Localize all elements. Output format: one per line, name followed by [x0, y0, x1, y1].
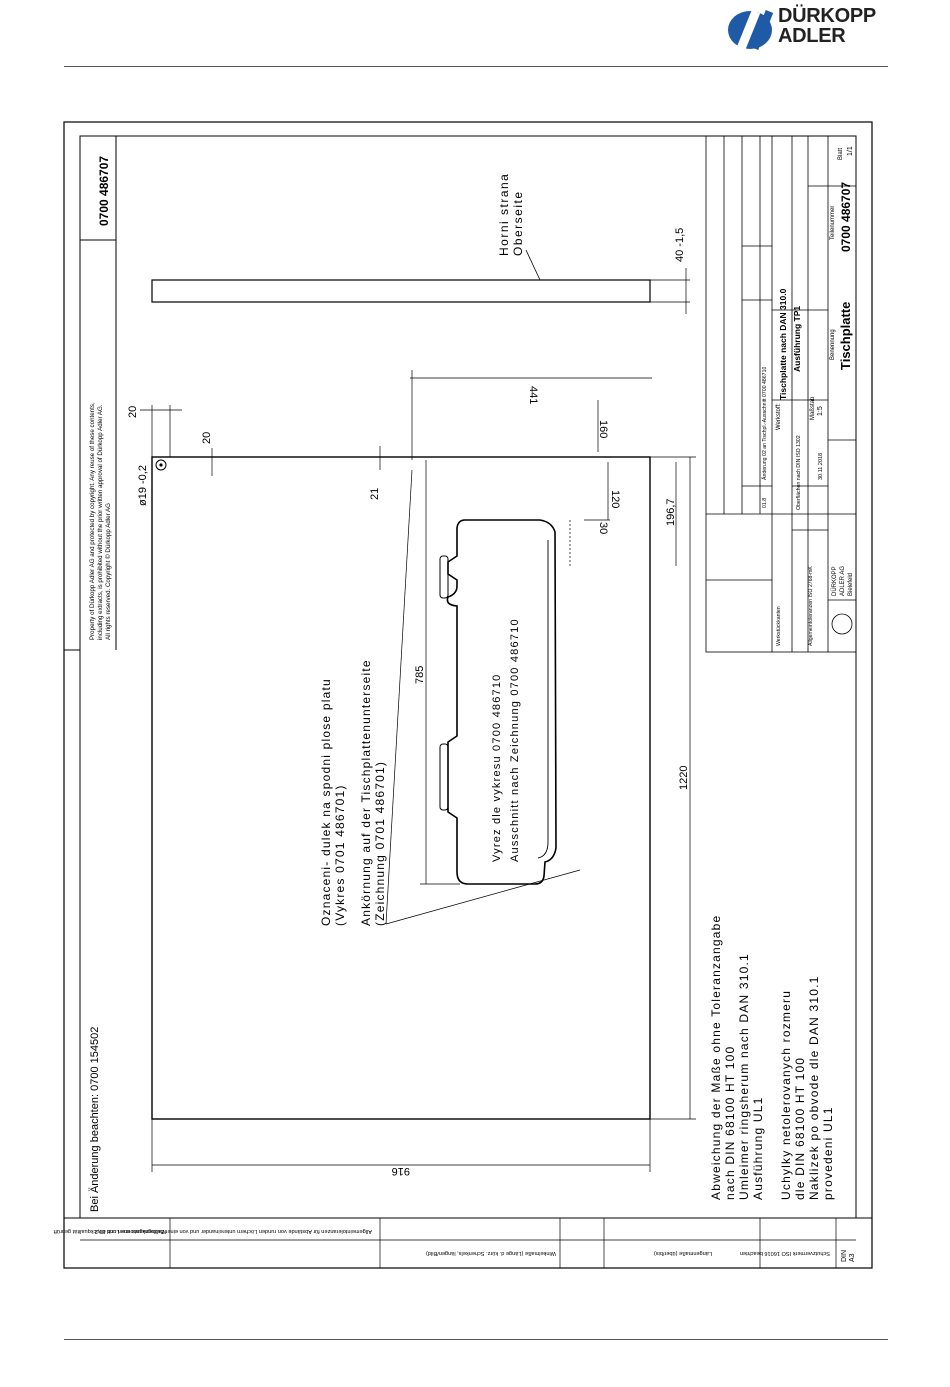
- marking-note-2: (Vykres 0701 486701): [333, 784, 347, 926]
- note-de-4: Ausführung UL1: [751, 1096, 765, 1200]
- title-label: Benennung: [830, 329, 836, 360]
- sheet-frame: [63, 121, 873, 1269]
- title-block: [705, 135, 857, 653]
- footer-rule: [64, 1339, 888, 1340]
- date-text: 30.11.2018: [818, 453, 824, 480]
- scale-label: Maßstab: [810, 396, 816, 420]
- logo-emblem-icon: [728, 9, 774, 51]
- dim-hole-diameter: ø19 -0,2: [137, 465, 149, 506]
- edges-label: Werkstückkanten: [776, 606, 782, 646]
- company-logo-icon: [831, 613, 853, 635]
- dim-30: 30: [597, 522, 609, 534]
- company-1: DÜRKOPP: [831, 566, 838, 596]
- format-text: A3: [849, 1253, 856, 1262]
- note-cz-3: Naklizek po obvode dle DAN 310.1: [807, 975, 821, 1200]
- corner-part-number: 0700 486707: [97, 156, 111, 226]
- bottom-strip-5: Maßbezugsnormen und Druckqualität geprüf…: [53, 1228, 166, 1234]
- dim-916: 916: [392, 1165, 410, 1177]
- change-note: Bei Änderung beachten: 0700 154502: [89, 1027, 101, 1212]
- top-view-label-cz: Horni strana: [497, 173, 511, 256]
- dim-120: 120: [609, 490, 621, 508]
- note-cz-2: dle DIN 68100 HT 100: [793, 1057, 807, 1200]
- brand-wordmark: DÜRKOPP ADLER: [778, 6, 876, 46]
- brand-line-2: ADLER: [778, 25, 846, 47]
- material-label: Werkstoff:: [776, 403, 782, 430]
- std-text: DIN: [841, 1250, 848, 1262]
- partno-text: 0700 486707: [839, 182, 853, 252]
- table-plate-outline: [151, 456, 651, 1120]
- cutout-note-cz: Vyrez dle vykresu 0700 486710: [491, 674, 503, 863]
- bottom-strip-1: Allgemeintoleranzen für Abstände von run…: [95, 1228, 372, 1234]
- sheet-label: Blatt: [838, 148, 844, 160]
- dim-196-7: 196,7: [665, 498, 677, 526]
- copyright-line-2: including extracts, is prohibited withou…: [97, 404, 104, 640]
- dim-40: 40 -1,5: [674, 228, 686, 262]
- copyright-line-3: All rights reserved. Copyright © Dürkopp…: [105, 503, 112, 640]
- note-de-2: nach DIN 68100 HT 100: [723, 1046, 737, 1200]
- header-rule: [64, 66, 888, 67]
- dim-785: 785: [414, 666, 426, 684]
- bottom-strip-4: Schutzvermerk ISO 16016 beachten: [740, 1250, 830, 1256]
- edge-view-outline: [151, 279, 651, 303]
- note-de-3: Umleimer ringsherum nach DAN 310.1: [737, 953, 751, 1200]
- note-de-1: Abweichung der Maße ohne Toleranzangabe: [709, 915, 723, 1200]
- top-view-label-de: Oberseite: [511, 190, 525, 256]
- note-cz-4: provedeni UL1: [821, 1106, 835, 1200]
- variant-text: Ausführung TP1: [792, 306, 802, 372]
- change-index: 01.8: [762, 498, 768, 508]
- cutout-outline: [446, 519, 557, 885]
- scale-text: 1:5: [817, 406, 824, 416]
- dim-441: 441: [527, 386, 539, 404]
- mounting-hole: [155, 459, 167, 471]
- brand-line-1: DÜRKOPP: [778, 5, 876, 27]
- sheet-text: 1/1: [847, 146, 854, 156]
- title-text: Tischplatte: [838, 302, 853, 370]
- material-text: Tischplatte nach DAN 310.0: [778, 288, 788, 400]
- cutout-note-de: Ausschnitt nach Zeichnung 0700 486710: [509, 618, 521, 862]
- bottom-strip-2: Winkelmaße (Länge d. kürz. Schenkels, lä…: [426, 1250, 556, 1256]
- marking-note-3: Ankörnung auf der Tischplattenunterseite: [359, 659, 373, 926]
- dim-1220: 1220: [678, 766, 690, 790]
- copyright-line-1: Property of Dürkopp Adler AG and protect…: [89, 402, 96, 640]
- surface-label: Oberflächen nach DIN ISO 1302: [796, 435, 802, 510]
- dim-20-side: 20: [201, 432, 213, 444]
- marking-note-1: Oznaceni- dulek na spodni plose platu: [319, 678, 333, 926]
- note-cz-1: Uchylky netolerovanych rozmeru: [779, 990, 793, 1200]
- brand-logo-mark: [728, 9, 774, 51]
- bottom-strip-3: Längenmaße (über/bis): [654, 1250, 712, 1256]
- dim-160: 160: [597, 420, 609, 438]
- marking-note-4: (Zeichnung 0701 486701): [373, 761, 387, 926]
- dim-20-top: 20: [127, 406, 139, 418]
- company-2: ADLER AG: [840, 566, 846, 596]
- dim-21: 21: [369, 488, 381, 500]
- partno-label: Teilenummer: [830, 206, 836, 240]
- company-3: Bielefeld: [848, 573, 854, 596]
- change-row-text: Änderung 02 an Tischpl.-Ausschnitt 0700 …: [761, 367, 768, 480]
- tolerance-label: Allgemeintoleranzen ISO 2768-mK: [808, 566, 814, 646]
